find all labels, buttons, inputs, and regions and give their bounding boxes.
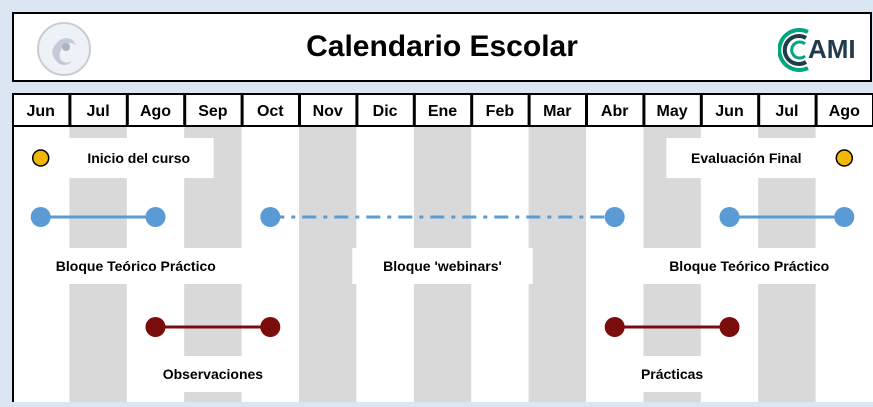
milestone-label-box [63, 138, 214, 178]
ami-logo-text: AMI [808, 34, 856, 64]
milestone-label-box [666, 138, 827, 178]
span-label: Bloque Teórico Práctico [669, 258, 829, 274]
month-tick-label: Ene [428, 103, 457, 120]
span-label: Bloque Teórico Práctico [56, 258, 216, 274]
span-label-box [631, 248, 867, 284]
month-header-cell [700, 93, 760, 127]
month-tick-label: Jul [775, 103, 798, 120]
month-tick-label: Abr [601, 103, 629, 120]
month-tick-label: Dic [373, 103, 398, 120]
span-end-marker [719, 317, 740, 337]
month-header-cell [413, 93, 473, 127]
page-title: Calendario Escolar [306, 30, 578, 63]
month-tick-label: May [657, 103, 688, 120]
span-start-marker [604, 317, 625, 337]
milestone-marker [31, 149, 50, 167]
timeline-chart: Jun Jul Ago Sep Oct Nov Dic Ene Feb Mar Abr May Jun J… [12, 93, 873, 402]
month-tick-label: Oct [257, 103, 284, 120]
span-start-marker [145, 317, 166, 337]
header-bar: Calendario Escolar AMI [12, 12, 872, 82]
span-start-marker [719, 207, 740, 227]
month-header-cell [586, 93, 645, 127]
span-start-marker [260, 207, 281, 227]
milestone-label: Inicio del curso [87, 150, 190, 166]
month-header-cell [184, 93, 243, 127]
span-label: Prácticas [641, 366, 703, 382]
span-label-box [617, 356, 728, 392]
span-label: Observaciones [163, 366, 264, 382]
month-tick-label: Jul [87, 103, 110, 120]
month-header-row: Jun Jul Ago Sep Oct Nov Dic Ene Feb Mar Abr May Jun J… [12, 93, 873, 127]
month-stripe [528, 126, 586, 402]
span-end-marker [260, 317, 281, 337]
month-tick-label: Jun [715, 103, 743, 120]
month-tick-label: Nov [313, 103, 343, 120]
span-start-marker [30, 207, 51, 227]
month-header-cell [12, 93, 71, 127]
month-header-cell [528, 93, 587, 127]
ami-logo-icon: AMI [777, 26, 870, 79]
span-end-marker [604, 207, 625, 227]
span-end-marker [834, 207, 855, 227]
month-header-cell [299, 93, 358, 127]
span-label: Bloque 'webinars' [383, 258, 502, 274]
span-label-box [141, 356, 285, 392]
month-tick-label: Ago [140, 103, 171, 120]
milestone-marker [835, 149, 854, 167]
month-header-cell [69, 93, 128, 127]
span-label-box [18, 248, 254, 284]
month-tick-label: Mar [543, 103, 571, 120]
month-tick-label: Sep [198, 103, 228, 120]
school-logo-icon [36, 21, 92, 82]
month-tick-label: Feb [486, 103, 515, 120]
month-tick-label: Jun [26, 103, 54, 120]
milestone-label: Evaluación Final [691, 150, 801, 166]
span-end-marker [145, 207, 166, 227]
month-stripe [299, 126, 357, 402]
month-tick-label: Ago [829, 103, 860, 120]
timeline-svg: Jun Jul Ago Sep Oct Nov Dic Ene Feb Mar Abr May Jun J… [12, 93, 873, 402]
span-label-box [352, 248, 533, 284]
month-header-cell [471, 93, 530, 127]
